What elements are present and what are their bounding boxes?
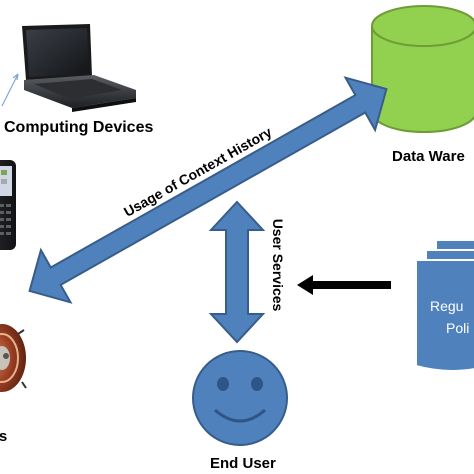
- sensor-icon: [0, 324, 27, 392]
- users-label: rs: [0, 428, 8, 445]
- smiley-face-icon: [192, 350, 288, 446]
- document-line-1: Regu: [430, 298, 464, 314]
- user-services-arrow: [208, 200, 266, 344]
- connector-line: [1, 73, 19, 107]
- database-icon: [371, 5, 474, 133]
- data-warehouse-label: Data Ware: [392, 148, 465, 165]
- document-line-2: Poli: [446, 320, 470, 336]
- phone-icon: [0, 160, 16, 250]
- user-services-label: User Services: [270, 219, 286, 312]
- end-user-label: End User: [210, 455, 276, 472]
- laptop-icon: [22, 24, 136, 112]
- black-arrow: [297, 275, 391, 295]
- document-stack-icon: [415, 239, 474, 372]
- computing-devices-label: Computing Devices: [4, 119, 154, 136]
- user-services-text: User Services: [270, 219, 286, 312]
